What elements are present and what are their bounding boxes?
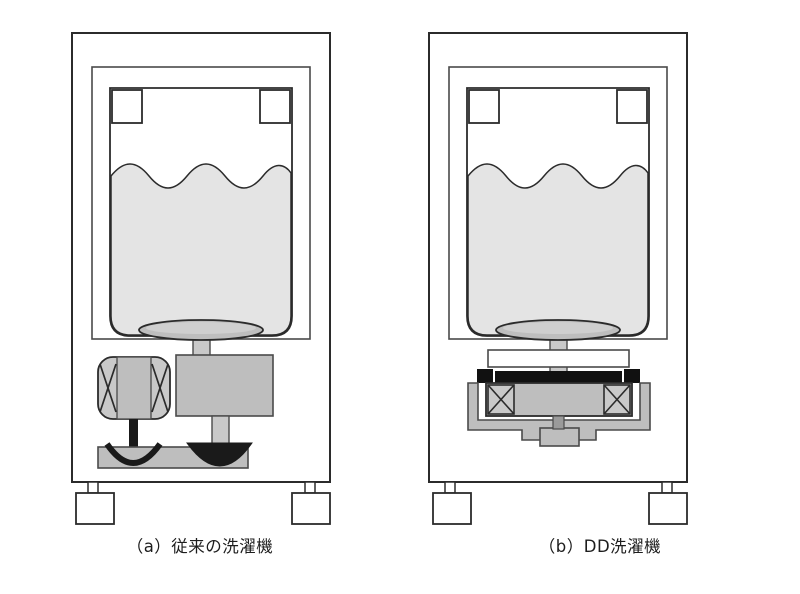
conventional-washer-drawing (71, 32, 331, 525)
caption-direct-drive: （b）DD洗濯機 (538, 537, 662, 556)
diagram-panel-conventional: （a）従来の洗濯機 (71, 32, 331, 556)
bearing-boss (539, 427, 580, 447)
diagram-panel-direct-drive: （b）DD洗濯機 (400, 0, 800, 594)
direct-drive-washer-drawing (428, 32, 688, 525)
leg-foot-right (648, 492, 688, 525)
motor-pulley-belt (104, 442, 163, 466)
water (110, 163, 292, 336)
leg-stem-left (444, 481, 456, 494)
leg-foot-right (291, 492, 331, 525)
gearbox (175, 354, 274, 417)
leg-stem-right (661, 481, 673, 494)
suspension-bracket-right (259, 89, 291, 124)
leg-foot-left (432, 492, 472, 525)
rotor-side-block-left (477, 369, 493, 383)
leg-stem-left (87, 481, 99, 494)
caption-conventional: （a）従来の洗濯機 (126, 537, 274, 556)
leg-stem-right (304, 481, 316, 494)
pulsator-highlight (146, 322, 256, 334)
motor-core (116, 356, 152, 420)
pulsator-highlight (503, 322, 613, 334)
suspension-bracket-right (616, 89, 648, 124)
leg-foot-left (75, 492, 115, 525)
motor-winding-left (99, 363, 117, 413)
suspension-bracket-left (111, 89, 143, 124)
motor-housing (467, 382, 651, 441)
shaft-stub (552, 415, 565, 430)
water (467, 163, 649, 336)
rotor-side-block-right (624, 369, 640, 383)
rotor-magnet-ring (495, 371, 622, 383)
motor-shaft (129, 419, 138, 457)
suspension-bracket-left (468, 89, 500, 124)
tub-pulley (186, 442, 253, 467)
motor-mount-bracket (487, 349, 630, 368)
stator-winding-left-cross (487, 384, 515, 415)
motor-winding-right (151, 363, 169, 413)
stator-winding-right-cross (603, 384, 631, 415)
